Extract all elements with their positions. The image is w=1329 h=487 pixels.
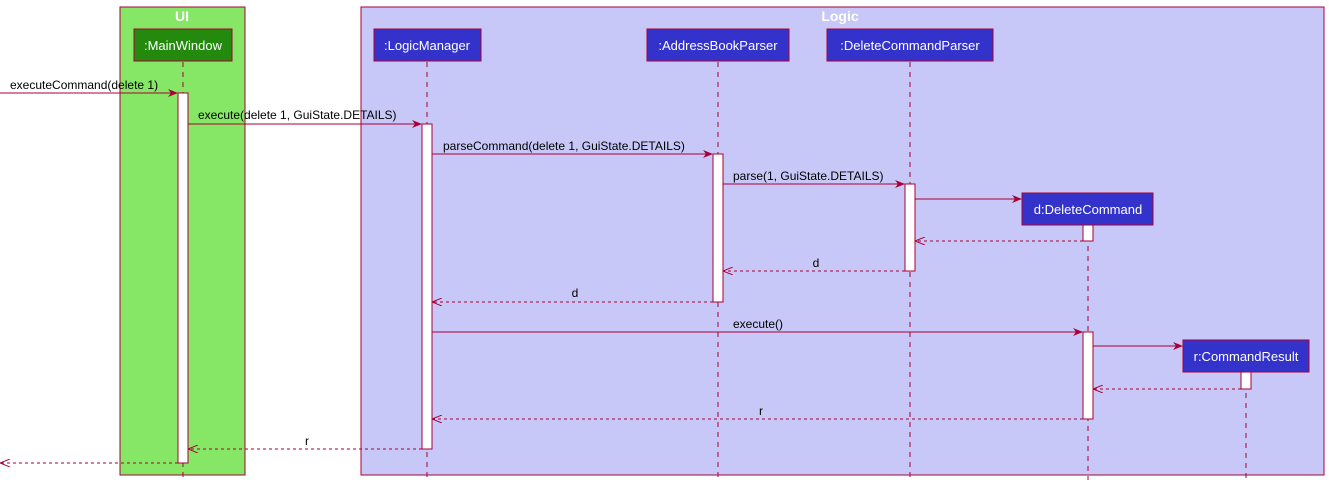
activation-logic-manager — [421, 123, 433, 450]
label-return-r-1: r — [759, 404, 763, 418]
svg-text::AddressBookParser: :AddressBookParser — [658, 38, 778, 53]
svg-text:r:CommandResult: r:CommandResult — [1194, 349, 1299, 364]
activation-main-window — [177, 92, 189, 464]
svg-text::DeleteCommandParser: :DeleteCommandParser — [840, 38, 980, 53]
activation-delete-command-parser — [904, 183, 916, 272]
activation-delete-command-1 — [1082, 224, 1094, 242]
label-execute-empty: execute() — [733, 317, 783, 331]
svg-text::MainWindow: :MainWindow — [144, 38, 223, 53]
participant-address-book-parser: :AddressBookParser — [646, 28, 790, 62]
logic-group: Logic — [360, 6, 1325, 476]
label-return-d-2: d — [572, 286, 579, 300]
label-return-r-2: r — [305, 434, 309, 448]
label-return-d-1: d — [813, 256, 820, 270]
svg-text:d:DeleteCommand: d:DeleteCommand — [1034, 202, 1142, 217]
participant-main-window: :MainWindow — [133, 28, 233, 62]
logic-group-title: Logic — [821, 8, 859, 24]
activation-command-result — [1240, 371, 1252, 390]
participant-command-result: r:CommandResult — [1182, 339, 1310, 373]
ui-group-title: UI — [175, 8, 189, 24]
participant-logic-manager: :LogicManager — [373, 28, 482, 62]
activation-address-book-parser — [712, 153, 724, 303]
label-execute-command: executeCommand(delete 1) — [10, 78, 158, 92]
participant-delete-command: d:DeleteCommand — [1021, 192, 1154, 226]
svg-text::LogicManager: :LogicManager — [384, 38, 471, 53]
activation-delete-command-2 — [1082, 331, 1094, 420]
label-parse: parse(1, GuiState.DETAILS) — [733, 169, 884, 183]
label-execute: execute(delete 1, GuiState.DETAILS) — [198, 108, 397, 122]
label-parse-command: parseCommand(delete 1, GuiState.DETAILS) — [443, 139, 685, 153]
participant-delete-command-parser: :DeleteCommandParser — [826, 28, 994, 62]
